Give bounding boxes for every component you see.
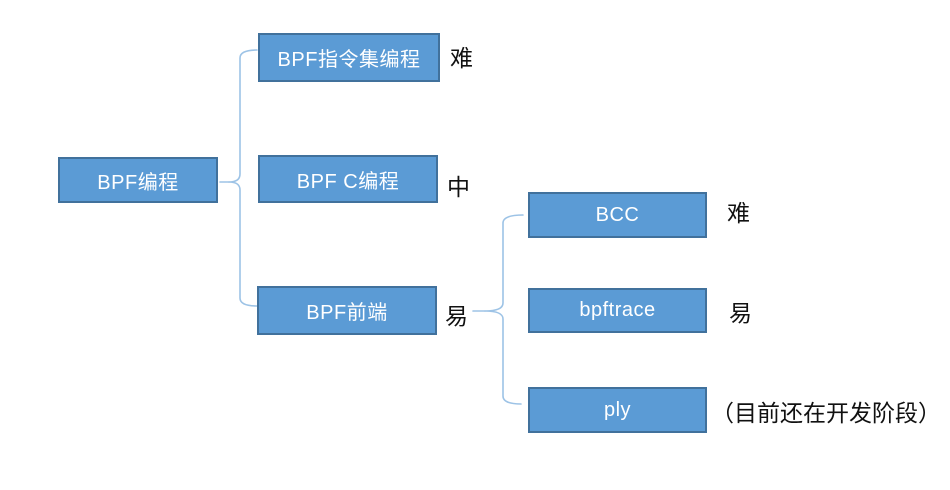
node-bcc: BCC <box>528 192 707 238</box>
node-bpf-c: BPF C编程 <box>258 155 438 203</box>
difficulty-label-instruction-set: 难 <box>450 45 473 71</box>
brace-connector-right <box>472 214 524 405</box>
node-bpf-programming: BPF编程 <box>58 157 218 203</box>
brace-connector-left <box>219 49 258 307</box>
difficulty-label-bpf-c: 中 <box>447 174 470 200</box>
node-bpftrace: bpftrace <box>528 288 707 333</box>
node-bpf-frontend: BPF前端 <box>257 286 437 335</box>
node-ply: ply <box>528 387 707 433</box>
node-bpf-instruction-set: BPF指令集编程 <box>258 33 440 82</box>
status-note-ply: （目前还在开发阶段） <box>711 400 941 426</box>
difficulty-label-bpf-frontend: 易 <box>445 303 468 329</box>
difficulty-label-bcc: 难 <box>727 200 750 226</box>
difficulty-label-bpftrace: 易 <box>729 300 752 326</box>
